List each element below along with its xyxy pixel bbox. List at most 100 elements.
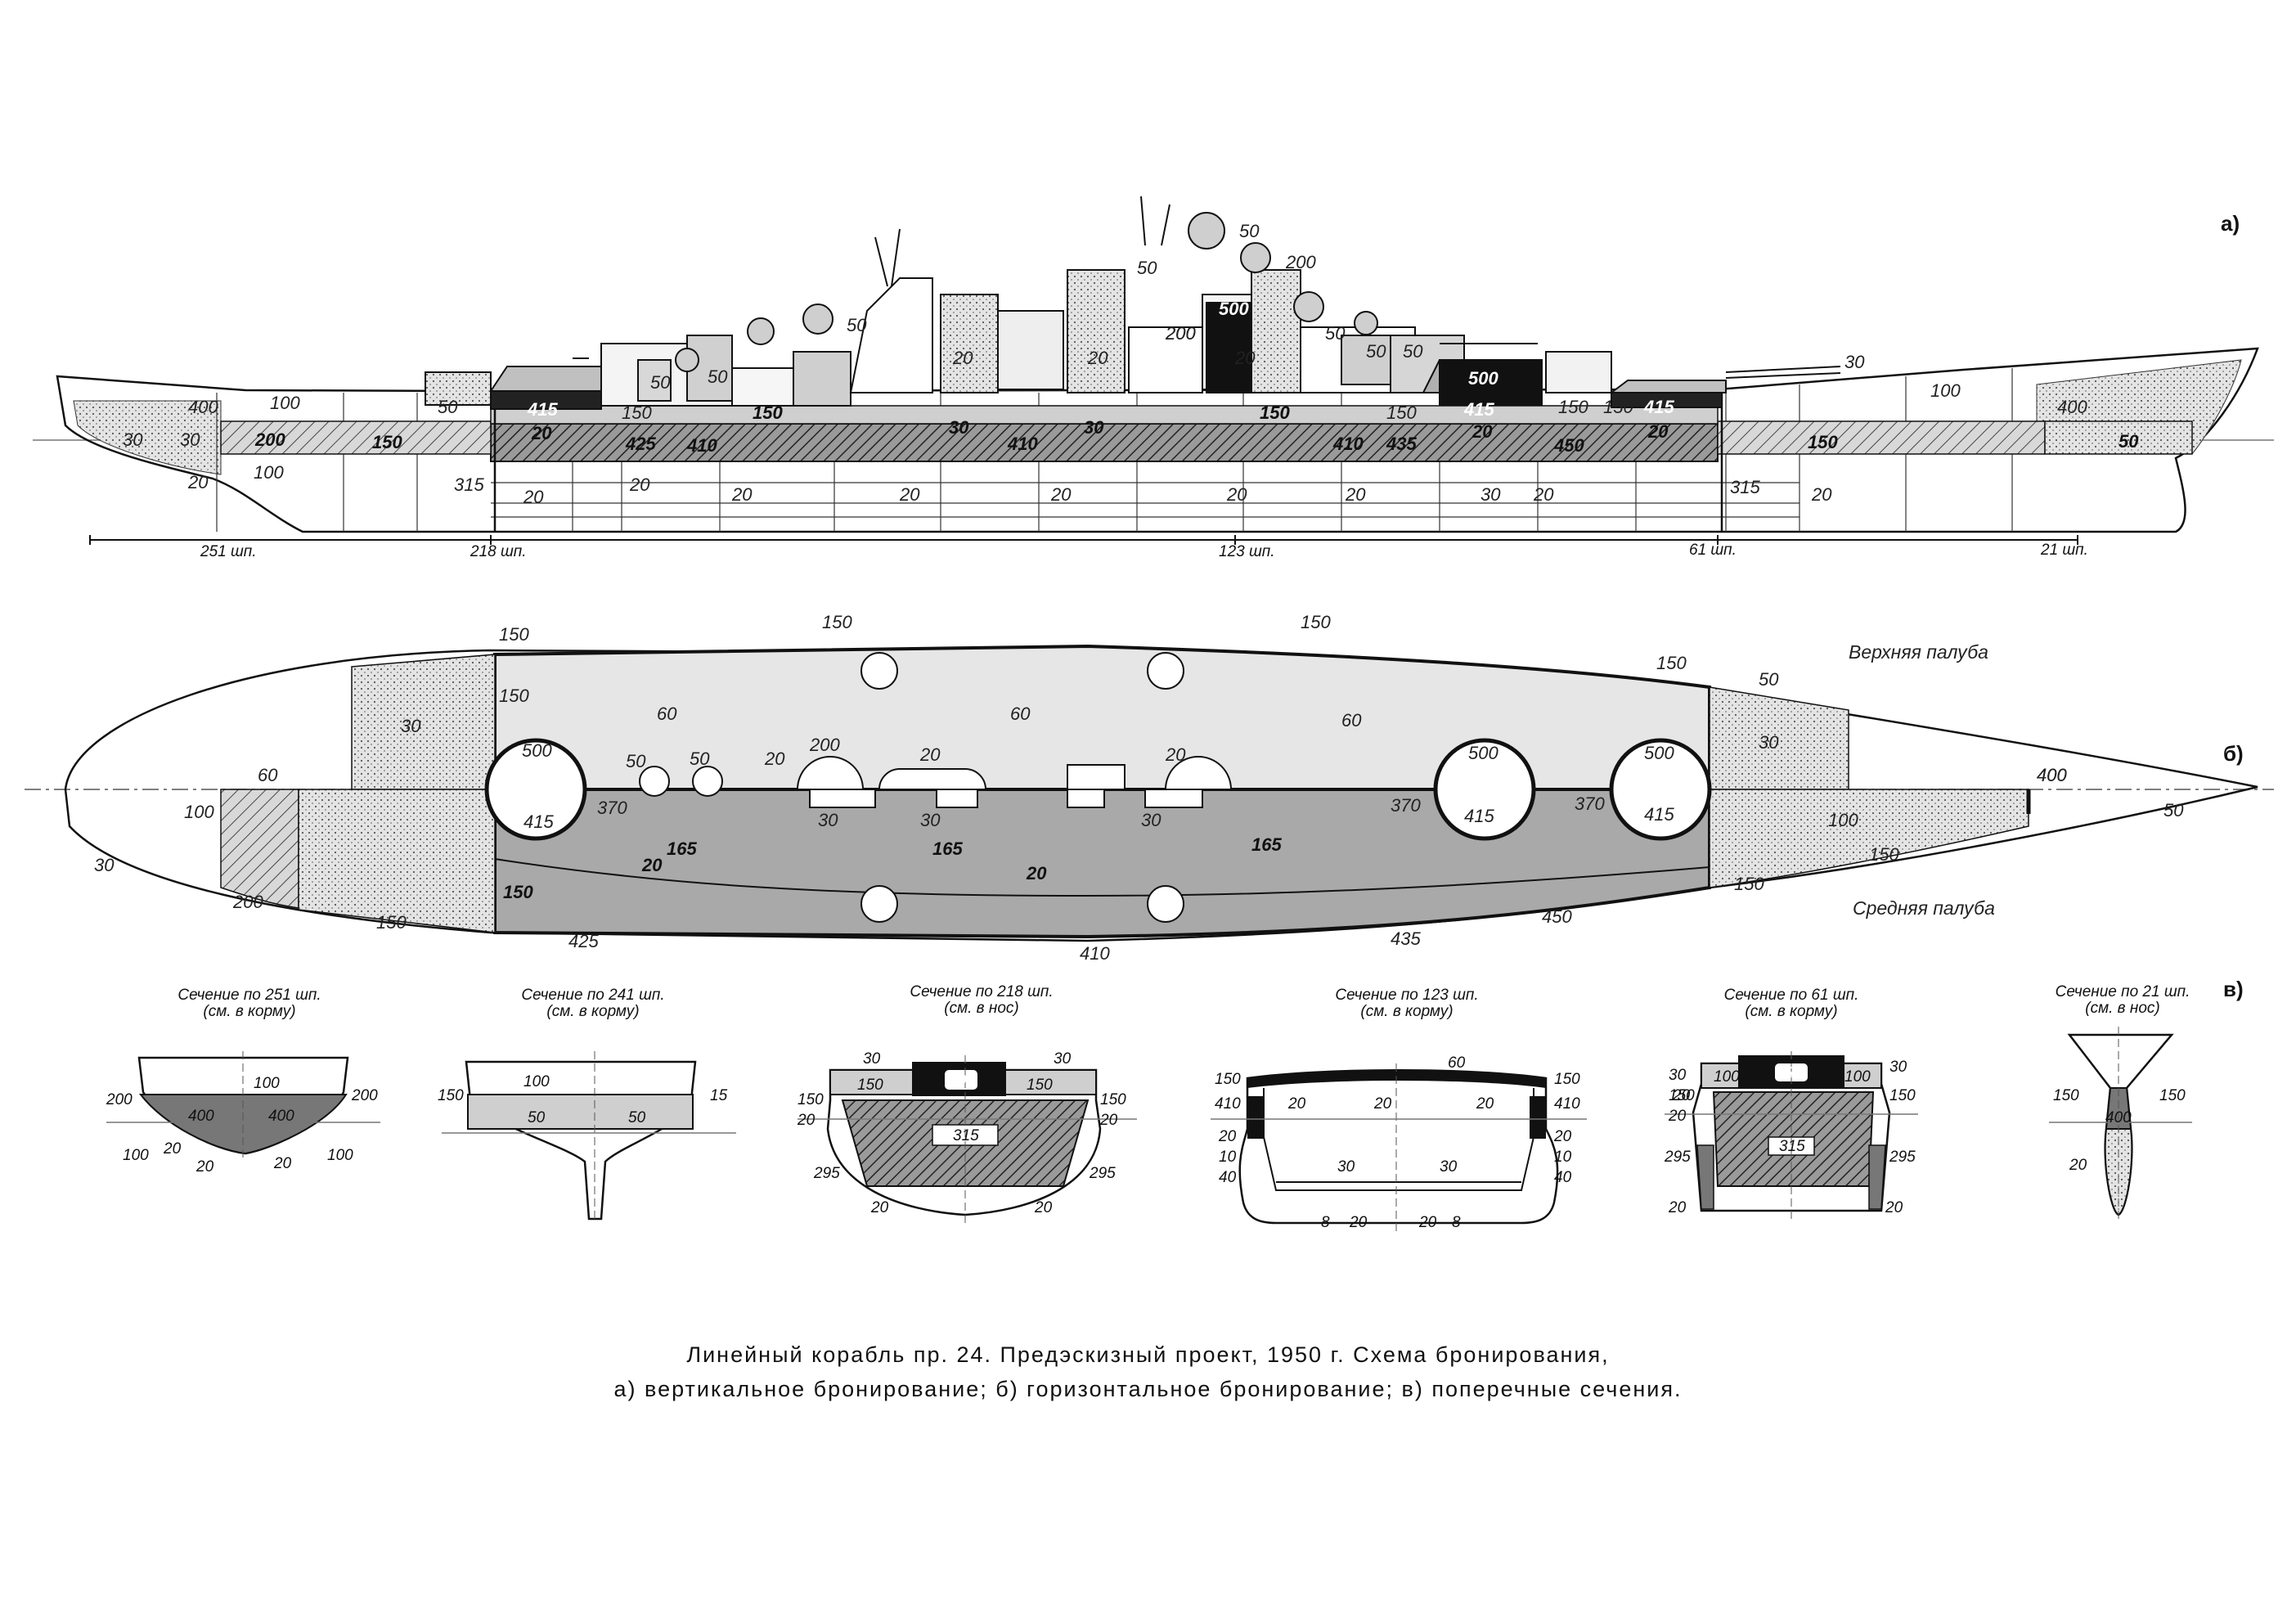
section-label: 10 (1219, 1149, 1237, 1166)
section-label: 150 (1100, 1091, 1126, 1108)
section-label: 100 (123, 1147, 149, 1164)
plan-label: 370 (1391, 795, 1421, 816)
section-label: 295 (1089, 1165, 1116, 1182)
profile-label: 20 (1234, 348, 1256, 368)
profile-label: 30 (123, 429, 143, 450)
section-title: Сечение по 21 шп. (2056, 983, 2190, 1000)
profile-label: 30 (949, 417, 969, 438)
plan-label: 50 (1759, 669, 1779, 690)
plan-label: 30 (401, 716, 421, 736)
section-label: 20 (1099, 1112, 1118, 1129)
profile-label: 30 (1480, 484, 1501, 505)
section-label: 50 (628, 1109, 646, 1126)
section-label: 30 (1889, 1059, 1907, 1076)
profile-label: 20 (1472, 421, 1493, 442)
profile-label: 20 (1226, 484, 1247, 505)
plan-label: 500 (522, 740, 552, 761)
profile-label: 20 (531, 423, 552, 443)
profile-label: 150 (1260, 402, 1290, 423)
profile-label: 20 (1533, 484, 1554, 505)
profile-label: 150 (1808, 432, 1838, 452)
section-label: 295 (813, 1165, 840, 1182)
profile-label: 100 (1930, 380, 1961, 401)
section-label: 10 (1554, 1149, 1572, 1166)
profile-label: 50 (1239, 221, 1260, 241)
plan-label: 150 (1734, 874, 1764, 894)
plan-label: 20 (1026, 863, 1047, 883)
section-label: 100 (523, 1073, 550, 1090)
section-label: 20 (163, 1140, 182, 1158)
section-label: 20 (797, 1112, 816, 1129)
profile-label: 200 (254, 429, 285, 450)
upper-deck-label: Верхняя палуба (1849, 641, 1988, 663)
profile-label: 50 (438, 397, 458, 417)
section-label: 150 (857, 1077, 883, 1094)
section-label: 20 (1218, 1128, 1237, 1145)
plan-label: 150 (1869, 844, 1899, 865)
profile-armor-labels: 50 50 200 500 200 50 50 50 50 20 20 200 … (123, 221, 2139, 507)
section-label: 60 (1448, 1054, 1466, 1072)
section-label: 20 (1885, 1199, 1903, 1216)
panel-a-tag: а) (2221, 211, 2240, 236)
section-label: 20 (1349, 1214, 1368, 1231)
section-label: 150 (1889, 1087, 1916, 1104)
plan-label: 150 (376, 912, 407, 933)
section-label: 100 (254, 1075, 280, 1092)
profile-label: 20 (899, 484, 920, 505)
profile-label: 200 (1165, 323, 1196, 344)
plan-label: 400 (2037, 765, 2067, 785)
section-label: 50 (528, 1109, 546, 1126)
plan-label: 60 (258, 765, 278, 785)
section-label: 400 (188, 1108, 214, 1125)
profile-label: 20 (731, 484, 753, 505)
profile-label: 450 (1553, 435, 1584, 456)
plan-label: 165 (667, 838, 697, 859)
profile-label: 20 (523, 487, 544, 507)
plan-label: 500 (1644, 743, 1674, 763)
profile-label: 400 (2057, 397, 2087, 417)
profile-label: 20 (1050, 484, 1072, 505)
profile-label: 500 (1219, 299, 1249, 319)
section-label: 30 (1669, 1067, 1687, 1084)
plan-label: 500 (1468, 743, 1498, 763)
profile-label: 200 (1165, 323, 1196, 344)
plan-label: 150 (1301, 612, 1331, 632)
plan-label: 425 (568, 931, 599, 951)
section-label: 40 (1219, 1169, 1237, 1186)
section-note: (см. в нос) (944, 1000, 1018, 1017)
profile-label: 100 (254, 462, 284, 483)
section-label: 20 (1287, 1095, 1306, 1113)
plan-label: 370 (1575, 794, 1605, 814)
middle-deck-label: Средняя палуба (1853, 897, 1995, 919)
plan-label: 20 (1165, 744, 1186, 765)
plan-label: 415 (523, 812, 554, 832)
section-label: 30 (1054, 1050, 1072, 1068)
plan-label: 200 (232, 892, 263, 912)
plan-label: 30 (94, 855, 115, 875)
section-label: 500 (949, 1072, 975, 1090)
section-label: 150 (1027, 1077, 1053, 1094)
section-61: Сечение по 61 шп. (см. в корму) 30 20 30… (1664, 987, 1918, 1219)
section-label: 150 (1554, 1071, 1580, 1088)
profile-label: 415 (1463, 399, 1494, 420)
section-label: 410 (1215, 1095, 1241, 1113)
profile-label: 20 (1811, 484, 1832, 505)
plan-label: 100 (1828, 810, 1858, 830)
plan-label: 60 (1010, 704, 1031, 724)
plan-label: 165 (932, 838, 963, 859)
panel-b-tag: б) (2223, 741, 2244, 766)
profile-label: 410 (1007, 434, 1038, 454)
section-label: 295 (1664, 1149, 1691, 1166)
profile-label: 315 (1730, 477, 1760, 497)
profile-label: 150 (372, 432, 402, 452)
section-241: Сечение по 241 шп. (см. в корму) 100 150… (438, 987, 736, 1221)
section-label: 500 (1779, 1064, 1805, 1081)
profile-label: 150 (1603, 397, 1633, 417)
plan-armor-labels: 150 150 150 150 150 50 60 60 60 30 30 50… (94, 612, 2184, 964)
plan-label: 410 (1080, 943, 1110, 964)
profile-label: 150 (1386, 402, 1417, 423)
profile-label: 20 (952, 348, 973, 368)
section-note: (см. в корму) (203, 1003, 295, 1020)
plan-label: 30 (1141, 810, 1161, 830)
plan-label: 30 (920, 810, 941, 830)
